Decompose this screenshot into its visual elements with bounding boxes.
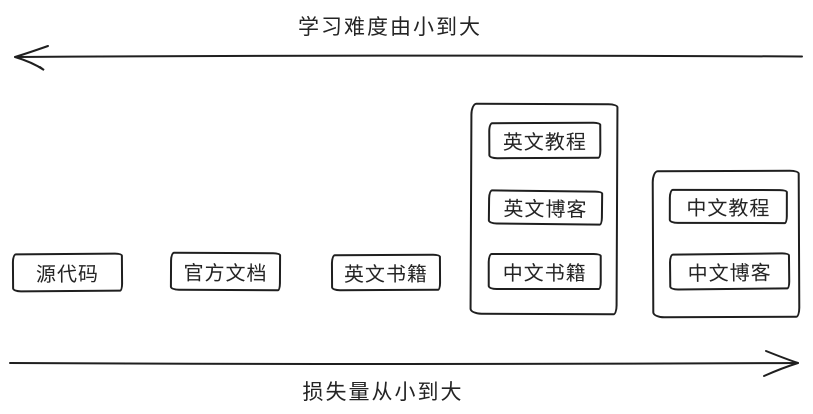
node-label: 中文博客 bbox=[687, 260, 772, 286]
node-english-tutorials: 英文教程 bbox=[488, 121, 602, 160]
node-chinese-tutorials: 中文教程 bbox=[668, 188, 788, 225]
node-label: 英文博客 bbox=[503, 196, 588, 222]
node-english-blogs: 英文博客 bbox=[487, 189, 604, 226]
node-label: 中文书籍 bbox=[502, 260, 587, 286]
node-label: 中文教程 bbox=[686, 195, 771, 221]
node-label: 官方文档 bbox=[183, 260, 268, 286]
bottom-axis-label: 损失量从小到大 bbox=[302, 380, 464, 404]
node-source-code: 源代码 bbox=[11, 252, 124, 293]
node-chinese-blogs: 中文博客 bbox=[668, 252, 791, 291]
node-label: 源代码 bbox=[35, 261, 100, 287]
group-container-right: 中文教程 中文博客 bbox=[651, 169, 801, 319]
node-chinese-books: 中文书籍 bbox=[487, 252, 602, 291]
group-container-middle: 英文教程 英文博客 中文书籍 bbox=[469, 102, 619, 316]
node-label: 英文教程 bbox=[502, 129, 587, 155]
node-label: 英文书籍 bbox=[343, 261, 429, 287]
left-arrow-icon bbox=[14, 45, 803, 71]
node-official-docs: 官方文档 bbox=[169, 251, 282, 292]
right-arrow-icon bbox=[9, 350, 799, 377]
top-axis-label: 学习难度由小到大 bbox=[298, 15, 482, 39]
node-english-books: 英文书籍 bbox=[330, 253, 442, 292]
